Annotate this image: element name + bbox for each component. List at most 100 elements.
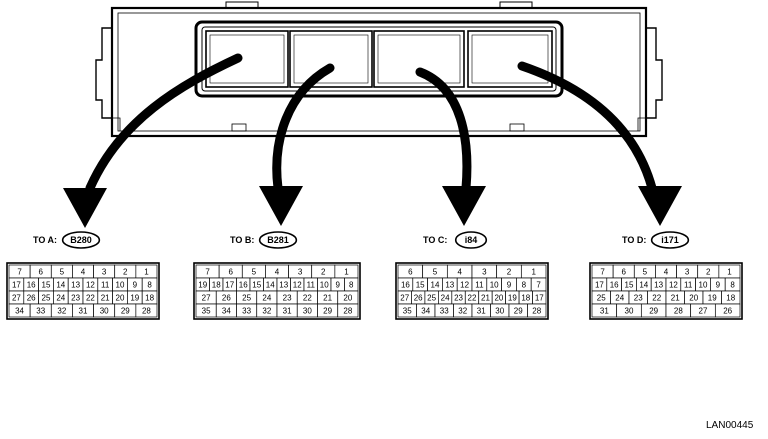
- pin-number: 29: [121, 307, 130, 316]
- pin: 11: [680, 277, 696, 292]
- socket-b: [289, 30, 373, 88]
- pin: 28: [665, 303, 692, 318]
- pin-number: 30: [495, 307, 504, 316]
- pin-number: 19: [508, 294, 517, 303]
- pin: 15: [412, 277, 428, 292]
- pin: 10: [486, 277, 502, 292]
- pin: 19: [505, 290, 520, 305]
- pin: 20: [491, 290, 506, 305]
- socket-a: [205, 30, 289, 88]
- pin: 3: [676, 264, 699, 279]
- pin: 20: [337, 290, 359, 305]
- label-prefix: TO B:: [230, 235, 254, 245]
- pin: 5: [50, 264, 73, 279]
- pin: 21: [317, 290, 339, 305]
- pin-number: 23: [71, 294, 80, 303]
- pin-number: 29: [514, 307, 523, 316]
- pin: 18: [518, 290, 533, 305]
- pin: 25: [236, 290, 258, 305]
- pin-number: 1: [531, 268, 536, 277]
- pin-number: 30: [303, 307, 312, 316]
- pin: 6: [29, 264, 52, 279]
- pin-number: 8: [147, 281, 152, 290]
- pin-number: 1: [144, 268, 149, 277]
- pin: 10: [112, 277, 128, 292]
- pin-number: 32: [262, 307, 271, 316]
- pin: 1: [718, 264, 741, 279]
- label-prefix: TO D:: [622, 235, 646, 245]
- pin-number: 31: [79, 307, 88, 316]
- pin: 23: [276, 290, 298, 305]
- pin: 8: [724, 277, 741, 292]
- pin-number: 11: [307, 281, 316, 290]
- pin: 6: [612, 264, 635, 279]
- pin-number: 1: [344, 268, 349, 277]
- pin-number: 11: [684, 281, 693, 290]
- pin: 5: [422, 264, 448, 279]
- pin: 29: [508, 303, 528, 318]
- pin: 16: [236, 277, 251, 292]
- pin: 23: [628, 290, 648, 305]
- pin-number: 9: [716, 281, 721, 290]
- pin: 1: [135, 264, 158, 279]
- pin-number: 2: [123, 268, 128, 277]
- label-to-b: TO B:B281: [230, 231, 298, 249]
- pin: 31: [72, 303, 94, 318]
- pin-number: 26: [222, 294, 231, 303]
- pin-number: 21: [671, 294, 680, 303]
- pin-number: 21: [101, 294, 110, 303]
- pin: 14: [263, 277, 278, 292]
- socket-d: [467, 30, 553, 88]
- pin: 33: [434, 303, 454, 318]
- pin-number: 24: [615, 294, 624, 303]
- pin-number: 9: [133, 281, 138, 290]
- pin-number: 26: [414, 294, 423, 303]
- pin: 12: [290, 277, 305, 292]
- pin: 4: [265, 264, 289, 279]
- pin: 24: [438, 290, 453, 305]
- pin-number: 13: [445, 281, 454, 290]
- label-prefix: TO A:: [33, 235, 57, 245]
- pin-number: 27: [699, 307, 708, 316]
- pin: 31: [591, 303, 618, 318]
- pin-number: 12: [86, 281, 95, 290]
- pin-number: 21: [481, 294, 490, 303]
- pin-number: 33: [36, 307, 45, 316]
- pin: 27: [397, 290, 412, 305]
- pin-number: 3: [482, 268, 487, 277]
- label-code: B280: [70, 235, 92, 245]
- pin-number: 7: [205, 268, 210, 277]
- pin: 28: [135, 303, 158, 318]
- pin-number: 35: [202, 307, 211, 316]
- pin: 8: [516, 277, 532, 292]
- pin: 3: [471, 264, 498, 279]
- pin-number: 11: [475, 281, 484, 290]
- pin: 2: [496, 264, 522, 279]
- pin: 9: [501, 277, 517, 292]
- pin-number: 30: [100, 307, 109, 316]
- pin: 18: [721, 290, 741, 305]
- pin-number: 12: [669, 281, 678, 290]
- pin: 12: [665, 277, 682, 292]
- pin-number: 5: [433, 268, 438, 277]
- control-unit: [95, 1, 663, 138]
- pin-number: 34: [421, 307, 430, 316]
- pin: 27: [195, 290, 217, 305]
- reference-code: LAN00445: [706, 420, 754, 431]
- pin-number: 15: [625, 281, 634, 290]
- pin-number: 7: [536, 281, 541, 290]
- pin: 24: [610, 290, 630, 305]
- pin: 13: [442, 277, 458, 292]
- pin: 21: [478, 290, 493, 305]
- pin-number: 13: [71, 281, 80, 290]
- pin-number: 12: [293, 281, 302, 290]
- pin-number: 29: [649, 307, 658, 316]
- pin-number: 4: [275, 268, 280, 277]
- label-to-a: TO A: B280: [33, 231, 101, 249]
- pin-number: 22: [468, 294, 477, 303]
- pin: 1: [520, 264, 547, 279]
- pin: 16: [397, 277, 414, 292]
- pin-number: 20: [689, 294, 698, 303]
- pin: 17: [222, 277, 237, 292]
